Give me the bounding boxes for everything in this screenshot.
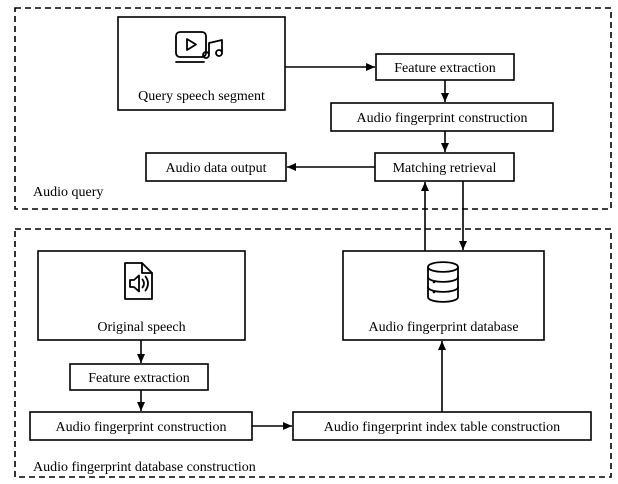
feature-extraction-db-label: Feature extraction: [88, 371, 189, 386]
database-construction-section-label: Audio fingerprint database construction: [33, 460, 256, 475]
fingerprint-database-label: Audio fingerprint database: [368, 320, 518, 335]
database-icon: [427, 261, 459, 303]
fingerprint-construction-db-label: Audio fingerprint construction: [55, 420, 226, 435]
fingerprint-construction-query-node: Audio fingerprint construction: [330, 102, 554, 132]
feature-extraction-query-node: Feature extraction: [375, 53, 515, 81]
query-speech-segment-node: Query speech segment: [117, 16, 286, 111]
original-speech-label: Original speech: [97, 320, 185, 335]
audio-query-section-label: Audio query: [33, 185, 103, 200]
feature-extraction-query-label: Feature extraction: [394, 61, 495, 76]
audio-file-icon: [124, 262, 153, 300]
matching-retrieval-label: Matching retrieval: [393, 161, 497, 176]
audio-data-output-node: Audio data output: [145, 152, 287, 182]
fingerprint-construction-query-label: Audio fingerprint construction: [356, 111, 527, 126]
index-table-construction-node: Audio fingerprint index table constructi…: [292, 411, 592, 441]
video-music-icon: [175, 31, 223, 63]
fingerprint-construction-db-node: Audio fingerprint construction: [29, 411, 253, 441]
audio-data-output-label: Audio data output: [165, 161, 266, 176]
fingerprint-database-node: Audio fingerprint database: [342, 250, 545, 341]
matching-retrieval-node: Matching retrieval: [374, 152, 515, 182]
original-speech-node: Original speech: [37, 250, 246, 341]
feature-extraction-db-node: Feature extraction: [69, 363, 209, 391]
query-speech-segment-label: Query speech segment: [138, 89, 265, 104]
database-construction-section: [14, 228, 612, 478]
index-table-construction-label: Audio fingerprint index table constructi…: [324, 420, 560, 435]
audio-query-section: [14, 7, 612, 210]
